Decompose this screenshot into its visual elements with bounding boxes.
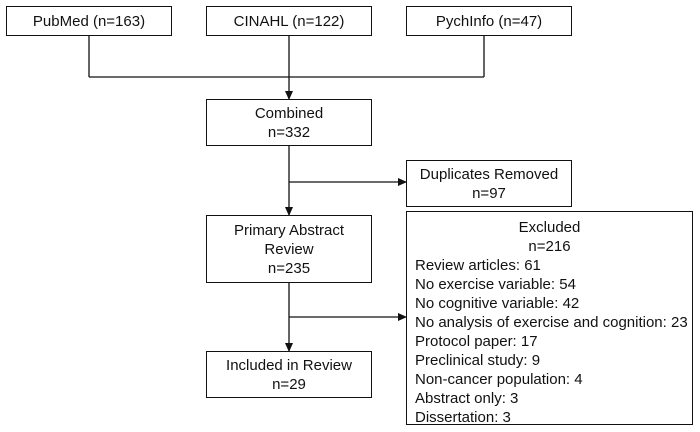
source-label-pychinfo: PychInfo (n=47) <box>435 12 543 30</box>
excluded-title: Excluded <box>518 219 581 236</box>
exclusion-reason: Preclinical study: 9 <box>415 352 541 369</box>
combined-title: Combined <box>254 104 324 122</box>
exclusion-reason: No exercise variable: 54 <box>415 276 576 293</box>
included-count: n=29 <box>272 375 306 393</box>
included-box: Included in Review n=29 <box>206 351 372 398</box>
exclusion-reason: Abstract only: 3 <box>415 390 519 407</box>
source-label-cinahl: CINAHL (n=122) <box>233 12 345 30</box>
source-box-pychinfo: PychInfo (n=47) <box>406 6 572 36</box>
combined-count: n=332 <box>267 123 311 141</box>
exclusion-reason: No analysis of exercise and cognition: 2… <box>415 314 688 331</box>
exclusion-reason: No cognitive variable: 42 <box>415 295 580 312</box>
source-label-pubmed: PubMed (n=163) <box>32 12 146 30</box>
exclusion-reason: Non-cancer population: 4 <box>415 371 583 388</box>
excluded-header: Excluded n=216 <box>415 218 684 256</box>
exclusion-reason: Review articles: 61 <box>415 257 541 274</box>
excluded-count: n=216 <box>528 238 571 255</box>
duplicates-box: Duplicates Removed n=97 <box>406 160 572 207</box>
included-title: Included in Review <box>226 356 352 374</box>
excluded-box: Excluded n=216 Review articles: 61 No ex… <box>406 211 693 427</box>
source-box-cinahl: CINAHL (n=122) <box>206 6 372 36</box>
combined-box: Combined n=332 <box>206 99 372 146</box>
duplicates-title: Duplicates Removed <box>419 165 559 183</box>
duplicates-count: n=97 <box>472 184 506 202</box>
exclusion-reasons-list: Review articles: 61 No exercise variable… <box>415 256 688 427</box>
exclusion-reason: Protocol paper: 17 <box>415 333 538 350</box>
primary-title-line1: Primary Abstract <box>233 221 345 239</box>
exclusion-reason: Dissertation: 3 <box>415 409 511 426</box>
source-box-pubmed: PubMed (n=163) <box>6 6 172 36</box>
primary-count: n=235 <box>267 259 311 277</box>
primary-title-line2: Review <box>264 240 314 258</box>
primary-review-box: Primary Abstract Review n=235 <box>206 215 372 283</box>
